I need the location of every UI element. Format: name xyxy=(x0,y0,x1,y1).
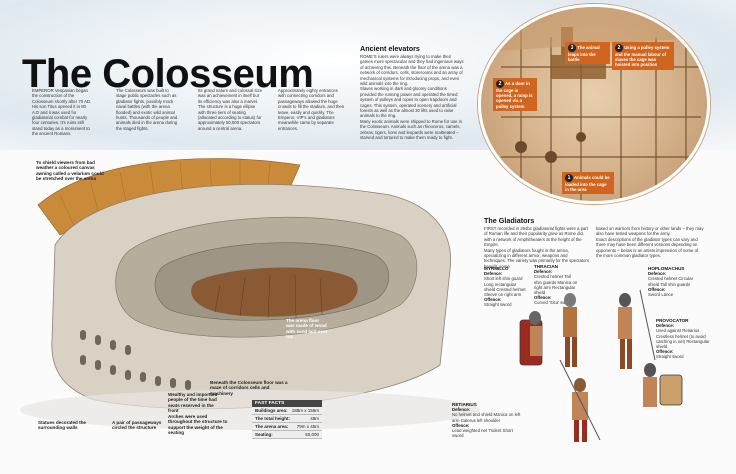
fact-value: 188m x 156m xyxy=(291,408,319,413)
defence-text: Used against Retiarius Crestless helmet … xyxy=(656,328,710,350)
callout-text: The animal leaps into the battle xyxy=(568,45,600,63)
defence-text: Crested helmet Circular shield Tall shin… xyxy=(648,276,694,287)
defence-label: Defence: xyxy=(484,271,503,277)
fact-row: Buildings area:188m x 156m xyxy=(252,407,322,415)
callout-text: As a door in the cage is opened, a ramp … xyxy=(496,81,533,109)
intro-paragraph: Its grand nature and colossal size was a… xyxy=(198,88,263,131)
fact-value: 48m xyxy=(310,416,319,421)
fact-row: Seating: 50,000 xyxy=(252,431,322,439)
offence-text: Straight sword xyxy=(656,354,684,360)
gladiator-myrmillo: MYRMILLO Defence: Short left shin guard … xyxy=(484,266,528,308)
step-number: 1 xyxy=(565,174,573,182)
intro-column-4: Approximately eighty entrances with conn… xyxy=(278,88,346,131)
gladiator-name: THRACIAN xyxy=(534,264,558,269)
fact-value: 79m x 45m xyxy=(296,424,319,429)
elevators-paragraph: ROME'S rulers were always trying to make… xyxy=(360,54,464,87)
gladiators-heading: The Gladiators xyxy=(484,216,535,225)
gladiator-retiarius: RETIARIUS Defence: No helmet and shield … xyxy=(452,402,522,438)
defence-text: Short left shin guard Long rectangular s… xyxy=(484,276,526,298)
intro-paragraph: Approximately eighty entrances with conn… xyxy=(278,88,345,131)
gladiators-paragraph: based on warriors from history or other … xyxy=(596,226,704,237)
statues-label: Statues decorated the surrounding walls xyxy=(38,420,86,431)
callout-text: Using a pulley system and the manual lab… xyxy=(615,45,670,68)
offence-label: Offence: xyxy=(648,286,666,292)
elevator-callout-3: 3 The animal leaps into the battle xyxy=(565,42,610,65)
gladiator-hoplomachus: HOPLOMACHUS Defence: Crested helmet Circ… xyxy=(648,266,702,297)
gladiator-provocator: PROVOCATOR Defence: Used against Retiari… xyxy=(656,318,712,360)
fact-key: Buildings area: xyxy=(255,408,288,413)
step-number: 2 xyxy=(496,80,504,88)
elevators-text: ROME'S rulers were always trying to make… xyxy=(360,54,464,141)
offence-label: Offence: xyxy=(656,349,674,355)
elevators-paragraph: Many exotic animals were shipped to Rome… xyxy=(360,118,462,141)
fact-key: The arena area: xyxy=(255,424,289,429)
defence-label: Defence: xyxy=(648,271,667,277)
gladiator-name: HOPLOMACHUS xyxy=(648,266,685,271)
gladiators-text-col-2: based on warriors from history or other … xyxy=(596,226,704,258)
arena-floor-label: The arena floor was made of wood with sa… xyxy=(286,318,328,340)
elevators-paragraph: Slaves working in dark and gloomy condit… xyxy=(360,86,458,119)
fast-facts-heading: FAST FACTS xyxy=(252,400,322,407)
step-number: 3 xyxy=(568,44,576,52)
fact-key: The total height: xyxy=(255,416,290,421)
fact-row: The arena area: 79m x 45m xyxy=(252,423,322,431)
passageways-label: A pair of passageways circled the struct… xyxy=(112,420,162,431)
gladiators-paragraph: FIRST recorded in 264bc gladiatorial fig… xyxy=(484,226,589,248)
elevator-drawing xyxy=(481,7,707,201)
gladiator-name: RETIARIUS xyxy=(452,402,477,407)
offence-text: Lead weighted net Trident Short sword xyxy=(452,428,513,439)
awning-label: To shield viewers from bad weather a col… xyxy=(36,160,104,182)
defence-label: Defence: xyxy=(452,407,471,413)
defence-text: No helmet and shield Manica on left arm … xyxy=(452,412,521,423)
beneath-floor-label: Beneath the Colosseum floor was a maze o… xyxy=(210,380,288,396)
intro-column-2: The Colosseum was built to stage public … xyxy=(116,88,178,131)
gladiators-text-col-1: FIRST recorded in 264bc gladiatorial fig… xyxy=(484,226,590,269)
callout-text: Animals could be loaded into the cage in… xyxy=(565,175,610,193)
intro-column-3: Its grand nature and colossal size was a… xyxy=(198,88,264,131)
gladiator-name: PROVOCATOR xyxy=(656,318,689,323)
elevator-callout-2b: 2 As a door in the cage is opened, a ram… xyxy=(493,78,537,111)
offence-label: Offence: xyxy=(484,297,502,303)
offence-label: Offence: xyxy=(534,295,552,301)
intro-paragraph: EMPEROR Vespasian began the construction… xyxy=(32,88,92,137)
wealthy-seats-label: Wealthy and important people of the time… xyxy=(168,392,218,414)
offence-text: Curved 'Sica' sword xyxy=(534,300,572,306)
gladiators-paragraph: Many types of gladiators fought in the a… xyxy=(484,247,590,269)
elevator-callout-2a: 2 Using a pulley system and the manual l… xyxy=(612,42,674,70)
defence-label: Defence: xyxy=(534,269,553,275)
fact-row: The total height: 48m xyxy=(252,415,322,423)
gladiator-thracian: THRACIAN Defence: Crested helmet Tall sh… xyxy=(534,264,578,306)
elevators-heading: Ancient elevators xyxy=(360,44,420,53)
fact-value: 50,000 xyxy=(305,432,319,437)
elevator-callout-1: 1 Animals could be loaded into the cage … xyxy=(562,172,614,195)
fast-facts-table: FAST FACTS Buildings area:188m x 156m Th… xyxy=(252,400,322,439)
fact-key: Seating: xyxy=(255,432,273,437)
defence-label: Defence: xyxy=(656,323,675,329)
gladiator-name: MYRMILLO xyxy=(484,266,509,271)
gladiators-paragraph: Exact descriptions of the gladiator type… xyxy=(596,236,699,259)
offence-label: Offence: xyxy=(452,422,470,428)
offence-text: Sword Lance xyxy=(648,292,674,298)
intro-paragraph: The Colosseum was built to stage public … xyxy=(116,88,178,131)
offence-text: Straight sword xyxy=(484,302,512,308)
arches-label: Arches were used throughout the structur… xyxy=(168,414,228,436)
intro-column-1: EMPEROR Vespasian began the construction… xyxy=(32,88,94,137)
page-title: The Colosseum xyxy=(22,52,314,96)
defence-text: Crested helmet Tall shin guards Manica o… xyxy=(534,274,578,296)
step-number: 2 xyxy=(615,44,623,52)
